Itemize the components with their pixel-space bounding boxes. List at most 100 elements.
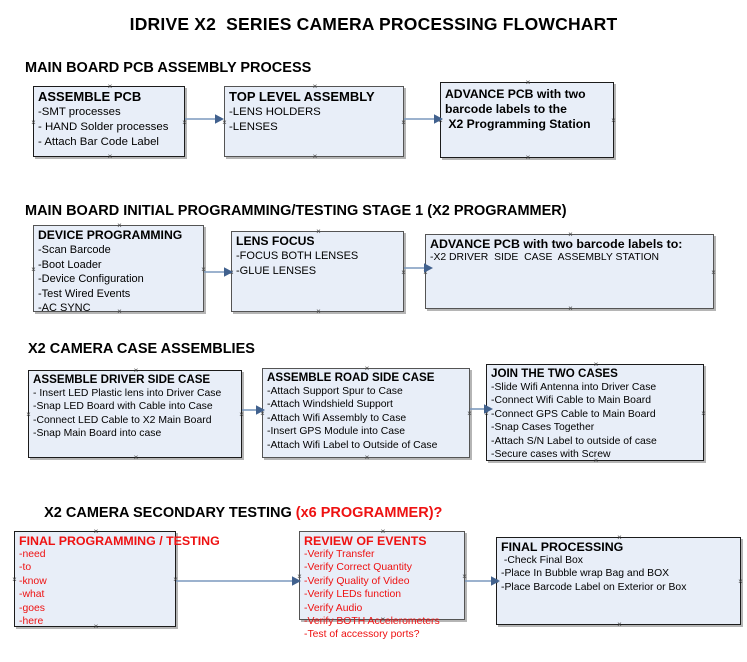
node-item: -Device Configuration (38, 273, 144, 286)
node-item: -Verify LEDs function (304, 589, 402, 601)
connector-driver-side-to-road-side (242, 405, 265, 415)
node-title: FINAL PROCESSING (501, 540, 624, 554)
resize-handle-bottom[interactable] (616, 621, 623, 628)
node-join-the-two-cases[interactable]: JOIN THE TWO CASES -Slide Wifi Antenna i… (486, 364, 704, 461)
node-item: -Attach Support Spur to Case (267, 386, 403, 397)
node-advance-pcb-driver-side-case[interactable]: ADVANCE PCB with two barcode labels to: … (425, 234, 714, 309)
node-assemble-pcb[interactable]: ASSEMBLE PCB -SMT processes - HAND Solde… (33, 86, 185, 157)
node-top-level-assembly[interactable]: TOP LEVEL ASSEMBLY -LENS HOLDERS -LENSES (224, 86, 404, 157)
node-title: ASSEMBLE ROAD SIDE CASE (267, 371, 435, 384)
resize-handle-top[interactable] (107, 83, 114, 90)
node-lens-focus[interactable]: LENS FOCUS -FOCUS BOTH LENSES -GLUE LENS… (231, 231, 404, 312)
node-assemble-road-side-case[interactable]: ASSEMBLE ROAD SIDE CASE -Attach Support … (262, 368, 470, 458)
section-heading-text: X2 CAMERA SECONDARY TESTING (44, 505, 296, 521)
resize-handle-right[interactable] (710, 269, 717, 276)
node-item: X2 Programming Station (445, 117, 591, 131)
section-heading-main-board-initial-programming: MAIN BOARD INITIAL PROGRAMMING/TESTING S… (25, 203, 567, 219)
connector-assemble-pcb-to-top-level (185, 114, 224, 124)
node-item: -AC SYNC (38, 302, 91, 315)
section-heading-x2-camera-case-assemblies: X2 CAMERA CASE ASSEMBLIES (28, 341, 255, 357)
node-item: -LENSES (229, 120, 278, 133)
node-item: -Attach Wifi Label to Outside of Case (267, 439, 438, 451)
node-item: -Verify Quality of Video (304, 575, 410, 587)
resize-handle-bottom[interactable] (107, 153, 114, 160)
resize-handle-right[interactable] (700, 410, 707, 417)
node-title: ASSEMBLE DRIVER SIDE CASE (33, 373, 211, 386)
node-item: -Connect LED Cable to X2 Main Board (33, 414, 212, 426)
node-item: -Verify Audio (304, 602, 363, 614)
resize-handle-bottom[interactable] (116, 308, 123, 315)
resize-handle-bottom[interactable] (567, 305, 574, 312)
node-title: ASSEMBLE PCB (38, 89, 142, 104)
resize-handle-top[interactable] (525, 79, 532, 86)
resize-handle-top[interactable] (380, 528, 387, 535)
connector-lens-focus-to-advance-pcb (404, 263, 433, 273)
node-advance-pcb-programming-station[interactable]: ADVANCE PCB with two barcode labels to t… (440, 82, 614, 158)
resize-handle-top[interactable] (593, 361, 600, 368)
node-item: -know (19, 575, 47, 587)
resize-handle-bottom[interactable] (525, 154, 532, 161)
resize-handle-right[interactable] (737, 578, 744, 585)
node-item: -Attach Wifi Assembly to Case (267, 412, 407, 424)
node-item: -Place In Bubble wrap Bag and BOX (501, 568, 670, 580)
node-item: -Snap Main Board into case (33, 428, 162, 440)
connector-top-level-to-advance-pcb (404, 114, 443, 124)
resize-handle-bottom[interactable] (312, 153, 319, 160)
node-review-of-events[interactable]: REVIEW OF EVENTS -Verify Transfer -Verif… (299, 528, 465, 640)
resize-handle-top[interactable] (315, 228, 322, 235)
node-item: -SMT processes (38, 105, 121, 118)
node-item: -Attach Windshield Support (267, 399, 393, 411)
node-title: LENS FOCUS (236, 234, 315, 248)
resize-handle-bottom[interactable] (380, 616, 387, 623)
resize-handle-top[interactable] (364, 365, 371, 372)
resize-handle-top[interactable] (312, 83, 319, 90)
resize-handle-left[interactable] (25, 411, 32, 418)
node-title: FINAL PROGRAMMING / TESTING (19, 534, 220, 548)
resize-handle-top[interactable] (567, 231, 574, 238)
node-item: -GLUE LENSES (236, 264, 317, 277)
connector-final-programming-to-review-of-events (176, 576, 301, 586)
node-item: -Secure cases with Screw (491, 449, 611, 461)
resize-handle-bottom[interactable] (315, 308, 322, 315)
resize-handle-left[interactable] (30, 119, 37, 126)
resize-handle-top[interactable] (133, 367, 140, 374)
node-title: ADVANCE PCB with two (445, 87, 586, 101)
node-title: ADVANCE PCB with two barcode labels to: (430, 237, 683, 251)
node-item: -X2 DRIVER SIDE CASE ASSEMBLY STATION (430, 252, 660, 263)
resize-handle-top[interactable] (616, 534, 623, 541)
node-item: -Connect GPS Cable to Main Board (491, 408, 656, 420)
resize-handle-right[interactable] (610, 117, 617, 124)
resize-handle-top[interactable] (93, 528, 100, 535)
node-item: - Attach Bar Code Label (38, 135, 159, 148)
resize-handle-bottom[interactable] (593, 457, 600, 464)
node-final-processing[interactable]: FINAL PROCESSING -Check Final Box -Place… (496, 537, 741, 625)
node-device-programming[interactable]: DEVICE PROGRAMMING -Scan Barcode -Boot L… (30, 222, 204, 315)
node-item: -Place Barcode Label on Exterior or Box (501, 581, 687, 593)
node-item: -LENS HOLDERS (229, 105, 321, 118)
node-item: - HAND Solder processes (38, 120, 169, 133)
node-title: TOP LEVEL ASSEMBLY (229, 89, 375, 104)
node-item: -Insert GPS Module into Case (267, 426, 406, 438)
node-assemble-driver-side-case[interactable]: ASSEMBLE DRIVER SIDE CASE - Insert LED P… (28, 370, 242, 458)
node-item: -here (19, 616, 44, 628)
resize-handle-left[interactable] (11, 576, 18, 583)
node-item: -goes (19, 602, 45, 614)
resize-handle-top[interactable] (116, 222, 123, 229)
node-item: -Verify Transfer (304, 549, 375, 560)
resize-handle-bottom[interactable] (93, 623, 100, 630)
node-final-programming-testing[interactable]: FINAL PROGRAMMING / TESTING -need -to -k… (11, 528, 220, 630)
section-heading-x2-camera-secondary-testing: X2 CAMERA SECONDARY TESTING (x6 PROGRAMM… (28, 489, 442, 537)
section-heading-main-board-pcb-assembly: MAIN BOARD PCB ASSEMBLY PROCESS (25, 60, 312, 76)
resize-handle-bottom[interactable] (133, 454, 140, 461)
node-item: -Snap LED Board with Cable into Case (33, 401, 213, 413)
node-item: -Check Final Box (501, 555, 583, 566)
resize-handle-left[interactable] (30, 266, 37, 273)
connector-device-programming-to-lens-focus (204, 267, 233, 277)
node-item: -Connect Wifi Cable to Main Board (491, 395, 651, 407)
resize-handle-bottom[interactable] (364, 454, 371, 461)
node-item: -need (19, 549, 46, 560)
connector-road-side-to-join-cases (470, 404, 493, 414)
node-item: -Slide Wifi Antenna into Driver Case (491, 382, 657, 393)
node-title: DEVICE PROGRAMMING (38, 228, 183, 242)
